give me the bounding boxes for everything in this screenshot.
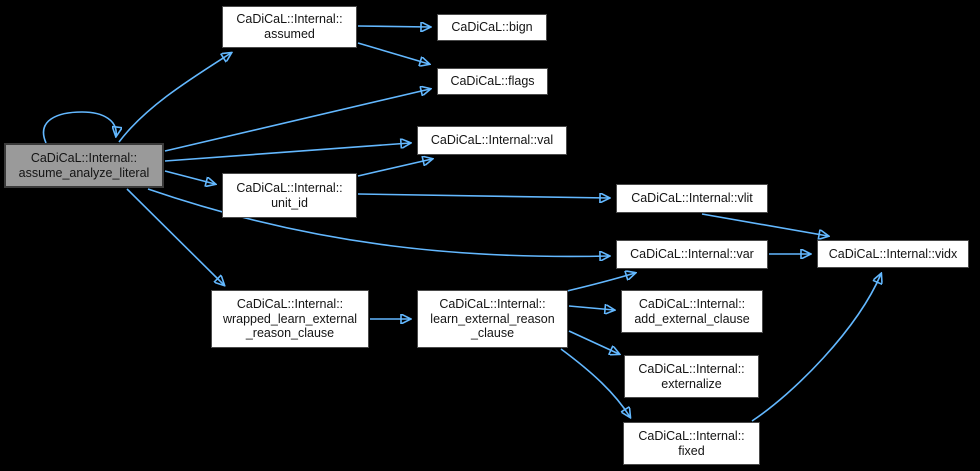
node-bign[interactable]: CaDiCaL::bign [437,14,547,41]
node-flags[interactable]: CaDiCaL::flags [437,68,548,95]
edge-main-to-unit-id [164,170,215,184]
edge-learn-to-externalize [568,330,619,354]
node-label: CaDiCaL::Internal::val [430,133,554,148]
node-unit-id[interactable]: CaDiCaL::Internal:: unit_id [222,173,357,218]
node-assumed[interactable]: CaDiCaL::Internal:: assumed [222,6,357,48]
edge-main-to-assumed [118,53,231,143]
node-wrapped-learn-external-reason-clause[interactable]: CaDiCaL::Internal:: wrapped_learn_extern… [211,290,369,348]
node-assume-analyze-literal: CaDiCaL::Internal:: assume_analyze_liter… [4,143,164,188]
edge-main-to-flags [164,89,430,152]
edge-main-to-val [164,143,410,162]
edge-self-loop [42,111,117,144]
edge-unit-id-to-vlit [357,194,609,198]
edge-learn-to-var [566,273,635,292]
node-label: CaDiCaL::Internal:: unit_id [236,180,343,210]
edge-unit-id-to-val [357,159,432,177]
node-add-external-clause[interactable]: CaDiCaL::Internal:: add_external_clause [621,290,763,333]
node-label: CaDiCaL::flags [450,74,535,89]
edge-assumed-to-flags [357,42,429,64]
node-externalize[interactable]: CaDiCaL::Internal:: externalize [624,355,759,398]
node-label: CaDiCaL::Internal:: assume_analyze_liter… [18,150,150,180]
node-label: CaDiCaL::Internal::vidx [828,246,958,261]
edge-learn-to-add-external-clause [568,306,614,310]
edge-assumed-to-bign [357,26,430,27]
node-var[interactable]: CaDiCaL::Internal::var [616,240,768,269]
node-label: CaDiCaL::Internal::var [630,247,754,262]
node-learn-external-reason-clause[interactable]: CaDiCaL::Internal:: learn_external_reaso… [417,290,568,348]
node-fixed[interactable]: CaDiCaL::Internal:: fixed [623,422,760,465]
node-label: CaDiCaL::Internal:: fixed [638,428,745,458]
edge-main-to-var [147,188,609,256]
edge-main-to-wrapped [126,188,224,285]
edge-vlit-to-vidx [701,213,828,236]
node-val[interactable]: CaDiCaL::Internal::val [417,126,567,155]
node-label: CaDiCaL::bign [451,20,533,35]
edge-learn-to-fixed [560,348,630,417]
node-vlit[interactable]: CaDiCaL::Internal::vlit [616,184,768,213]
node-label: CaDiCaL::Internal:: externalize [638,361,745,391]
node-label: CaDiCaL::Internal::vlit [631,191,753,206]
node-label: CaDiCaL::Internal:: wrapped_learn_extern… [222,297,358,341]
node-vidx[interactable]: CaDiCaL::Internal::vidx [817,240,969,268]
node-label: CaDiCaL::Internal:: learn_external_reaso… [430,297,555,341]
node-label: CaDiCaL::Internal:: add_external_clause [634,296,750,326]
edge-fixed-to-vidx [751,274,881,422]
node-label: CaDiCaL::Internal:: assumed [236,12,343,41]
